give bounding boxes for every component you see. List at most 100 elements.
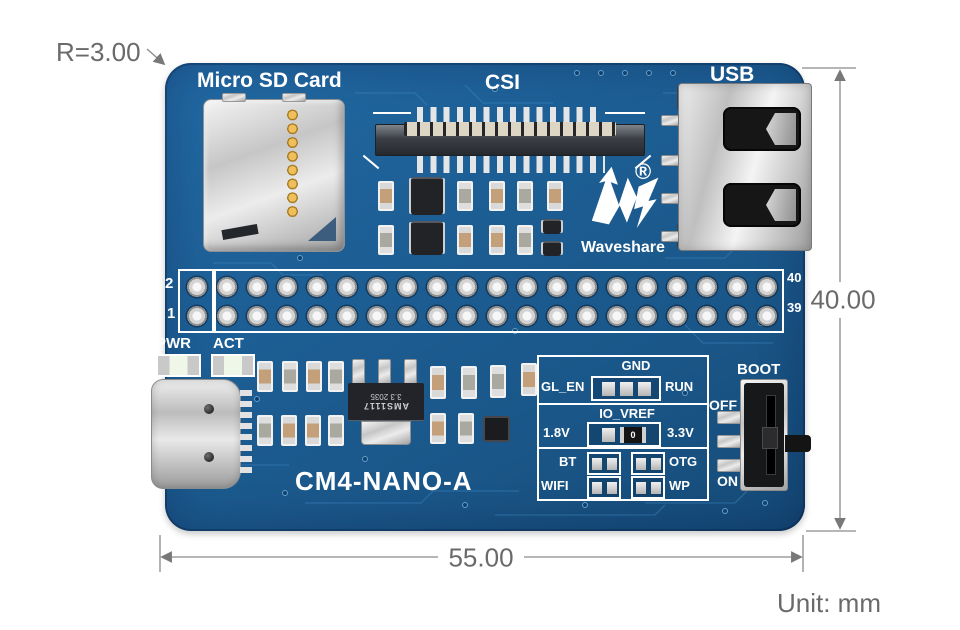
jumper-pad bbox=[606, 457, 617, 470]
sot23-ic bbox=[411, 221, 443, 255]
jumper-config-box: GND GL_EN RUN IO_VREF 1.8V 0 3.3V BT bbox=[537, 355, 709, 501]
regulator-marking: AMS1117 bbox=[362, 401, 410, 411]
csi-connector bbox=[375, 122, 645, 156]
usb-c-pin bbox=[204, 404, 214, 414]
wifi-label: WIFI bbox=[541, 478, 569, 493]
divider bbox=[539, 403, 707, 405]
sd-card-notch bbox=[308, 217, 336, 241]
regulator-marking: 3.3 2035 bbox=[370, 392, 402, 401]
smd-resistor bbox=[517, 225, 533, 255]
pcb-board: Micro SD Card CSI USB bbox=[151, 63, 812, 531]
wifi-jumper bbox=[587, 476, 621, 499]
regulator-pin bbox=[352, 359, 365, 385]
gpio-pin1-label: 1 bbox=[167, 305, 176, 322]
sd-detect-switch bbox=[221, 223, 259, 241]
usb-label: USB bbox=[710, 63, 755, 86]
waveshare-wordmark: Waveshare bbox=[581, 239, 665, 256]
smd-resistor bbox=[517, 181, 533, 211]
micro-sd-label: Micro SD Card bbox=[197, 69, 342, 92]
regulator-tab bbox=[361, 421, 411, 445]
regulator-pin bbox=[378, 359, 391, 385]
bt-jumper bbox=[587, 452, 621, 475]
gpio-pin2-label: 2 bbox=[165, 275, 174, 292]
wp-jumper bbox=[631, 476, 665, 499]
csi-label: CSI bbox=[485, 71, 521, 94]
corner-radius-label: R=3.00 bbox=[56, 37, 141, 67]
smd-resistor bbox=[328, 415, 344, 446]
usb-port bbox=[678, 83, 812, 251]
smd-resistor bbox=[489, 181, 505, 211]
sot23-transistor bbox=[543, 241, 561, 256]
gpio-pin1-2-outline bbox=[178, 269, 214, 333]
waveshare-logo-icon bbox=[591, 166, 659, 228]
csi-pins-bottom bbox=[417, 156, 605, 173]
usb-c-pin bbox=[204, 452, 214, 462]
smd-resistor bbox=[458, 413, 474, 444]
smd-resistor bbox=[257, 361, 273, 392]
divider bbox=[539, 447, 707, 449]
gnd-label: GND bbox=[621, 358, 651, 373]
height-dimension-label: 40.00 bbox=[810, 284, 876, 315]
smd-resistor bbox=[489, 225, 505, 255]
registered-mark: ® bbox=[635, 159, 652, 184]
jumper-pad bbox=[619, 381, 633, 396]
smd-resistor bbox=[282, 361, 298, 392]
gpio-pin40-label: 40 bbox=[787, 270, 802, 285]
csi-actuator bbox=[404, 122, 616, 136]
voltage-regulator-ic: AMS1117 3.3 2035 bbox=[348, 383, 424, 421]
smd-resistor bbox=[305, 415, 321, 446]
board-title: CM4-NANO-A bbox=[295, 466, 473, 496]
act-led bbox=[211, 354, 255, 377]
smd-resistor bbox=[378, 181, 394, 211]
jumper-pad bbox=[606, 481, 617, 494]
jumper-pad bbox=[602, 427, 615, 442]
radius-leader-line bbox=[146, 48, 166, 66]
smd-resistor bbox=[521, 363, 537, 396]
gpio-pin-row-odd bbox=[182, 303, 782, 329]
otg-label: OTG bbox=[669, 454, 698, 469]
width-dimension-label: 55.00 bbox=[448, 542, 514, 573]
smd-resistor bbox=[457, 181, 473, 211]
switch-knob bbox=[762, 427, 778, 449]
jumper-pad bbox=[601, 381, 615, 396]
csi-silkscreen-mark bbox=[373, 112, 411, 114]
otg-jumper bbox=[631, 452, 665, 475]
io-vref-jumper: 0 bbox=[587, 422, 661, 447]
unit-label: Unit: mm bbox=[777, 588, 881, 618]
smd-resistor bbox=[457, 225, 473, 255]
sd-mount-tab bbox=[282, 93, 306, 102]
smd-resistor bbox=[378, 225, 394, 255]
boot-switch bbox=[744, 383, 784, 487]
run-label: RUN bbox=[665, 379, 694, 394]
jumper-pad bbox=[635, 481, 646, 494]
sd-mount-tab bbox=[222, 93, 246, 102]
boot-label: BOOT bbox=[737, 361, 781, 378]
smd-resistor bbox=[306, 361, 322, 392]
wp-label: WP bbox=[669, 478, 690, 493]
io-vref-label: IO_VREF bbox=[599, 406, 655, 421]
1v8-label: 1.8V bbox=[543, 425, 570, 440]
jumper-pad bbox=[637, 381, 651, 396]
smd-resistor bbox=[490, 365, 506, 398]
sd-gold-contacts bbox=[286, 108, 299, 220]
regulator-pin bbox=[404, 359, 417, 385]
gl-en-label: GL_EN bbox=[541, 379, 585, 394]
jumper-pad bbox=[650, 481, 661, 494]
act-led-label: ACT bbox=[213, 335, 244, 352]
usb-c-legs bbox=[240, 390, 252, 478]
smd-resistor bbox=[547, 181, 563, 211]
micro-sd-slot bbox=[203, 93, 345, 252]
usb-contact bbox=[766, 189, 796, 221]
qfn-ic bbox=[483, 416, 510, 442]
switch-lever bbox=[785, 435, 811, 452]
smd-resistor bbox=[430, 366, 446, 399]
usb-slot bbox=[723, 107, 801, 151]
usb-contact bbox=[766, 113, 796, 145]
usb-c-port bbox=[151, 379, 252, 489]
smd-resistor bbox=[461, 366, 477, 399]
3v3-label: 3.3V bbox=[667, 425, 694, 440]
jumper-pad bbox=[635, 457, 646, 470]
csi-silkscreen-mark bbox=[605, 112, 645, 114]
smd-resistor bbox=[281, 415, 297, 446]
